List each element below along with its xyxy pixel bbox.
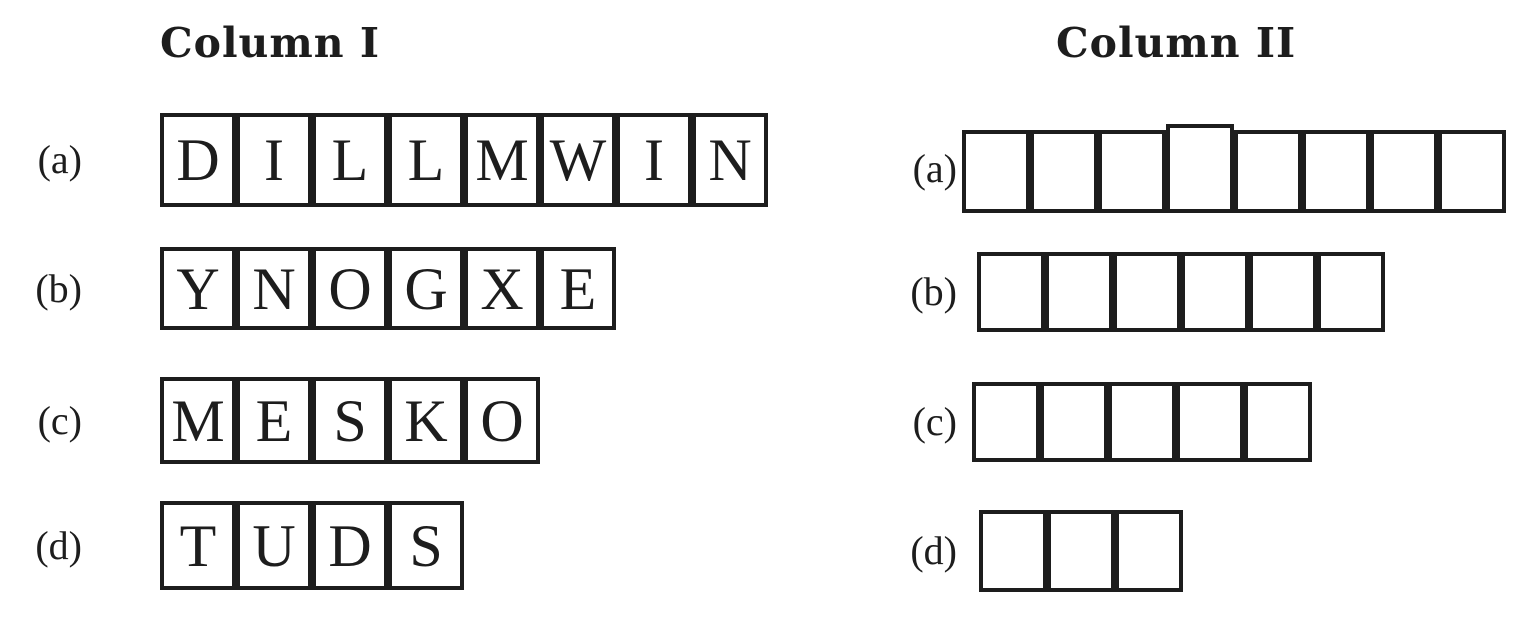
row-label: (c) — [912, 399, 957, 444]
column1-heading: Column I — [160, 19, 381, 67]
letter-boxes: D I L L M W I N — [160, 113, 768, 207]
empty-answer-box — [1113, 252, 1181, 332]
letter-box: O — [464, 377, 540, 464]
letter-box: U — [236, 501, 312, 590]
letter-box: X — [464, 247, 540, 330]
empty-answer-box — [1176, 382, 1244, 462]
empty-answer-box — [1030, 130, 1098, 213]
row-label: (a) — [37, 137, 82, 182]
empty-answer-box — [1302, 130, 1370, 213]
column2-row-d: (d) — [895, 510, 1183, 592]
letter-box: E — [540, 247, 616, 330]
letter-box: D — [160, 113, 236, 207]
row-label: (a) — [912, 145, 957, 191]
answer-boxes — [962, 124, 1506, 213]
empty-answer-box — [979, 510, 1047, 592]
letter-box: D — [312, 501, 388, 590]
letter-box: I — [236, 113, 312, 207]
empty-answer-box — [1244, 382, 1312, 462]
letter-box: S — [312, 377, 388, 464]
column2-row-b: (b) — [895, 252, 1385, 332]
empty-answer-box — [1166, 124, 1234, 213]
letter-box: M — [464, 113, 540, 207]
empty-answer-box — [1108, 382, 1176, 462]
letter-box: S — [388, 501, 464, 590]
empty-answer-box — [962, 130, 1030, 213]
letter-box: Y — [160, 247, 236, 330]
letter-box: O — [312, 247, 388, 330]
answer-boxes — [972, 382, 1312, 462]
empty-answer-box — [1234, 130, 1302, 213]
column1-row-b: (b) Y N O G X E — [20, 247, 616, 330]
letter-box: M — [160, 377, 236, 464]
row-label: (d) — [35, 522, 82, 568]
letter-boxes: Y N O G X E — [160, 247, 616, 330]
letter-box: G — [388, 247, 464, 330]
letter-box: W — [540, 113, 616, 207]
column1-row-c: (c) M E S K O — [20, 377, 540, 464]
letter-box: L — [388, 113, 464, 207]
column2-row-c: (c) — [895, 382, 1312, 462]
column1-row-a: (a) D I L L M W I N — [20, 113, 768, 207]
column1-row-d: (d) T U D S — [20, 501, 464, 590]
letter-box: E — [236, 377, 312, 464]
letter-box: K — [388, 377, 464, 464]
empty-answer-box — [1249, 252, 1317, 332]
row-label: (b) — [35, 265, 82, 311]
empty-answer-box — [1098, 130, 1166, 213]
column2-heading: Column II — [1056, 19, 1297, 67]
row-label: (d) — [910, 528, 957, 573]
row-label: (b) — [910, 269, 957, 314]
row-label: (c) — [37, 397, 82, 443]
empty-answer-box — [1317, 252, 1385, 332]
letter-box: N — [236, 247, 312, 330]
letter-box: N — [692, 113, 768, 207]
answer-boxes — [977, 252, 1385, 332]
letter-box: I — [616, 113, 692, 207]
letter-box: T — [160, 501, 236, 590]
empty-answer-box — [1040, 382, 1108, 462]
empty-answer-box — [972, 382, 1040, 462]
empty-answer-box — [1438, 130, 1506, 213]
empty-answer-box — [1370, 130, 1438, 213]
letter-boxes: T U D S — [160, 501, 464, 590]
column2-row-a: (a) — [895, 124, 1506, 213]
empty-answer-box — [1181, 252, 1249, 332]
letter-box: L — [312, 113, 388, 207]
empty-answer-box — [1047, 510, 1115, 592]
letter-boxes: M E S K O — [160, 377, 540, 464]
empty-answer-box — [977, 252, 1045, 332]
empty-answer-box — [1045, 252, 1113, 332]
empty-answer-box — [1115, 510, 1183, 592]
answer-boxes — [979, 510, 1183, 592]
